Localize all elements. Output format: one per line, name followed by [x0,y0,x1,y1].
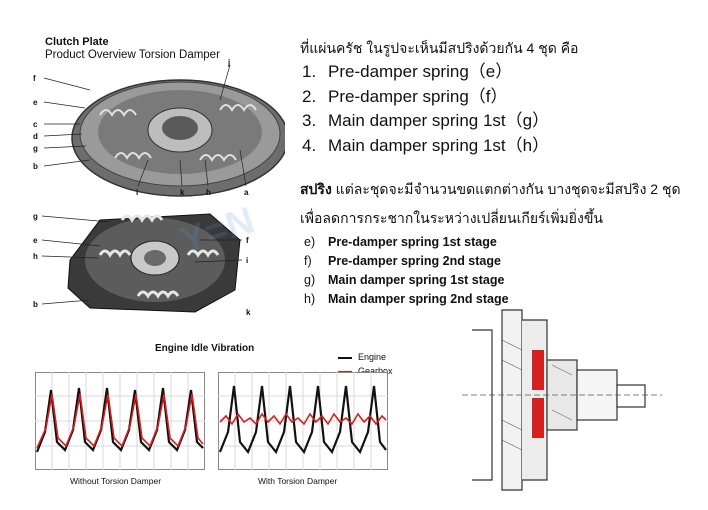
gearbox-trace-without-damper [36,393,204,449]
stage-item: h)Main damper spring 2nd stage [304,292,509,306]
part-label-k-mid: k [246,308,251,317]
spring-highlight-upper [532,350,544,390]
caption-without-damper: Without Torsion Damper [70,476,162,486]
stage-item: g)Main damper spring 1st stage [304,273,505,287]
stage-item: e)Pre-damper spring 1st stage [304,235,497,249]
legend-engine: Engine [338,350,393,364]
damper-spring-illustration [41,213,243,313]
part-label-c-top: c [33,120,38,129]
spring-list: 1.Pre-damper spring（e） 2.Pre-damper spri… [302,60,549,158]
spring-item: 4.Main damper spring 1st（h） [302,135,550,155]
part-label-j-top: j [228,58,231,67]
spring-intro-text: ที่แผ่นครัช ในรูปจะเห็นมีสปริงด้วยกัน 4 … [300,40,579,56]
part-label-b-top: b [33,162,38,171]
spring-note: สปริง แต่ละชุดจะมีจำนวนขดแตกต่างกัน บางช… [300,181,681,226]
clutch-plate-illustration [43,64,285,197]
part-label-e-mid: e [33,236,38,245]
part-label-f-mid: f [246,236,249,245]
engine-trace-with-damper [218,385,387,455]
part-label-i-mid: i [246,256,249,265]
part-label-h-top: h [206,188,211,197]
spring-item: 1.Pre-damper spring（e） [302,62,513,81]
part-label-e-top: e [33,98,38,107]
vibration-legend: Engine Gearbox [338,350,393,378]
caption-with-damper: With Torsion Damper [258,476,338,486]
stage-item: f)Pre-damper spring 2nd stage [304,254,501,268]
clutch-plate-title: Clutch Plate [45,36,109,48]
clutch-cross-section-illustration [462,309,662,491]
part-label-i-top: i [136,188,139,197]
part-label-k-top: k [180,188,185,197]
vibration-plot-with-damper [218,372,388,470]
gearbox-trace-with-damper [219,412,387,426]
part-label-g-mid: g [33,212,38,221]
engine-trace-without-damper [35,387,204,453]
part-label-d-top: d [33,132,38,141]
spring-item: 2.Pre-damper spring（f） [302,86,508,106]
legend-gearbox: Gearbox [338,364,393,378]
part-label-a-top: a [244,188,249,197]
part-label-f-top: f [33,74,36,83]
stage-list: e)Pre-damper spring 1st stage f)Pre-damp… [304,233,509,309]
spring-highlight-lower [532,398,544,438]
part-label-b-mid: b [33,300,38,309]
part-label-g-top: g [33,144,38,153]
spring-item: 3.Main damper spring 1st（g） [302,111,550,130]
vibration-plot-without-damper [35,372,205,470]
part-label-h-mid: h [33,252,38,261]
clutch-plate-subtitle: Product Overview Torsion Damper [45,49,220,61]
vibration-chart-title: Engine Idle Vibration [155,343,255,354]
